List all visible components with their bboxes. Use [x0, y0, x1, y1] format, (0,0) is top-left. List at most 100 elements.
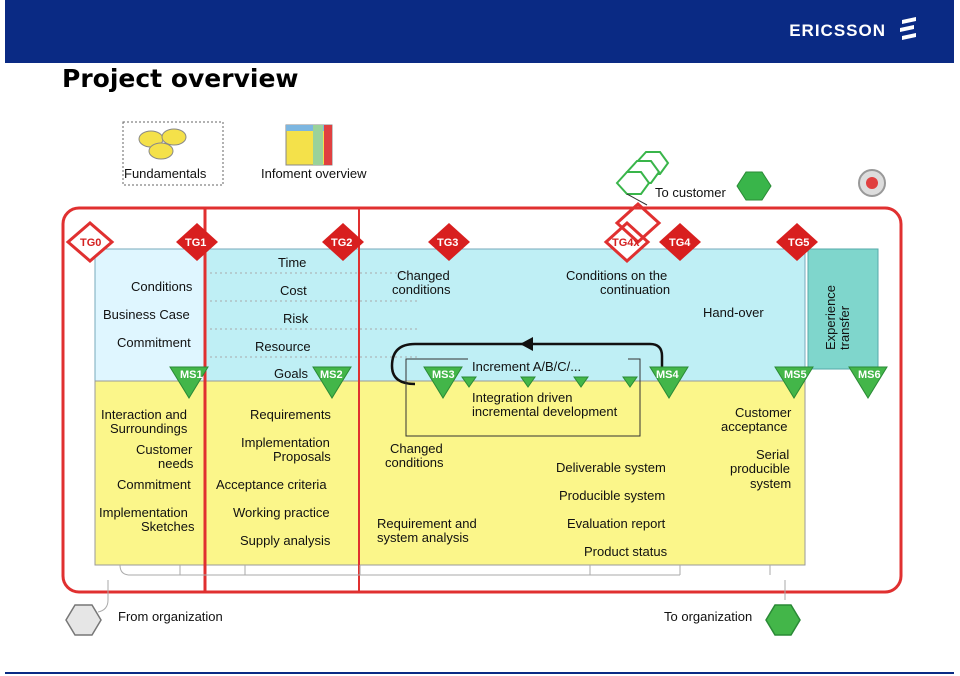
customer-hexagon-icons — [615, 151, 670, 206]
svg-text:MS4: MS4 — [656, 369, 680, 381]
tollgate-tg1[interactable]: TG1 — [176, 223, 218, 261]
conclusion-deliverables: Customer acceptance Serial producible sy… — [721, 405, 792, 491]
integration-label-1: Integration driven — [472, 390, 572, 405]
page-title: Project overview — [62, 64, 299, 93]
milestone-ms6[interactable]: MS6 — [848, 366, 888, 399]
svg-text:Implementation: Implementation — [241, 435, 330, 450]
continuation-conditions: Conditions on the continuation — [566, 268, 670, 297]
svg-text:Changed: Changed — [397, 268, 450, 283]
svg-text:needs: needs — [158, 456, 194, 471]
svg-text:MS5: MS5 — [784, 369, 807, 381]
bottom-connectors — [97, 564, 786, 613]
svg-text:TG2: TG2 — [331, 237, 352, 249]
prestudy-conditions: Conditions Business Case Commitment — [103, 279, 193, 350]
fundamentals-label[interactable]: Fundamentals — [124, 166, 207, 181]
svg-text:Deliverable system: Deliverable system — [556, 460, 666, 475]
tollgate-tg0[interactable]: TG0 — [65, 221, 115, 263]
hand-over-label: Hand-over — [703, 305, 764, 320]
prestudy-area-top — [94, 248, 206, 382]
infoment-overview-label[interactable]: Infoment overview — [261, 166, 367, 181]
svg-text:Risk: Risk — [283, 311, 309, 326]
svg-text:Producible system: Producible system — [559, 488, 665, 503]
changed-conditions-top: Changed conditions — [392, 268, 451, 297]
guide-lines — [210, 272, 420, 358]
svg-text:Product status: Product status — [584, 544, 668, 559]
svg-text:conditions: conditions — [385, 455, 444, 470]
svg-text:Changed: Changed — [390, 441, 443, 456]
svg-text:Commitment: Commitment — [117, 335, 191, 350]
business-parameters: Time Cost Risk Resource Goals — [255, 255, 311, 381]
svg-text:Requirements: Requirements — [250, 407, 331, 422]
svg-text:acceptance: acceptance — [721, 419, 788, 434]
to-customer-label: To customer — [655, 185, 726, 200]
svg-text:Evaluation report: Evaluation report — [567, 516, 666, 531]
svg-text:Working practice: Working practice — [233, 505, 330, 520]
svg-text:TG3: TG3 — [437, 237, 458, 249]
system-deliverables: Deliverable system Producible system Eva… — [556, 460, 668, 559]
feasibility-deliverables: Requirements Implementation Proposals Ac… — [216, 407, 331, 548]
svg-text:MS2: MS2 — [320, 369, 343, 381]
svg-text:Serial: Serial — [756, 447, 789, 462]
increment-triangles — [461, 376, 638, 388]
svg-text:Proposals: Proposals — [273, 449, 331, 464]
svg-text:Sketches: Sketches — [141, 519, 195, 534]
svg-text:Customer: Customer — [136, 442, 193, 457]
tollgate-tg5[interactable]: TG5 — [776, 223, 818, 261]
svg-text:Resource: Resource — [255, 339, 311, 354]
milestone-ms3[interactable]: MS3 — [423, 366, 463, 399]
svg-text:Experience: Experience — [823, 285, 838, 350]
experience-area — [807, 248, 879, 370]
svg-text:transfer: transfer — [837, 305, 852, 350]
svg-text:Cost: Cost — [280, 283, 307, 298]
tollgate-tg2[interactable]: TG2 — [322, 223, 364, 261]
svg-text:Goals: Goals — [274, 366, 308, 381]
prestudy-deliverables: Interaction and Surroundings Customer ne… — [99, 407, 195, 534]
svg-text:TG1: TG1 — [185, 237, 206, 249]
svg-text:TG4: TG4 — [669, 237, 691, 249]
svg-text:Conditions on the: Conditions on the — [566, 268, 667, 283]
to-organization-hexagon-icon — [765, 604, 801, 636]
from-organization-label: From organization — [118, 609, 223, 624]
svg-text:TG4x: TG4x — [612, 237, 640, 249]
svg-text:MS1: MS1 — [180, 369, 203, 381]
svg-text:TG0: TG0 — [80, 237, 101, 249]
milestone-ms2[interactable]: MS2 — [312, 366, 352, 399]
svg-text:MS3: MS3 — [432, 369, 455, 381]
to-organization-label: To organization — [664, 609, 752, 624]
svg-text:producible: producible — [730, 461, 790, 476]
tollgate-tg4x[interactable]: TG4x — [603, 201, 662, 264]
svg-text:Customer: Customer — [735, 405, 792, 420]
svg-text:Surroundings: Surroundings — [110, 421, 188, 436]
increment-loop: Increment A/B/C/... Integration driven i… — [390, 337, 664, 437]
milestone-ms4[interactable]: MS4 — [649, 366, 689, 399]
tollgate-tg4[interactable]: TG4 — [659, 223, 701, 261]
footer-rule — [5, 672, 954, 674]
svg-text:system analysis: system analysis — [377, 530, 469, 545]
svg-text:Implementation: Implementation — [99, 505, 188, 520]
execution-deliverables: Changed conditions Requirement and syste… — [377, 441, 477, 545]
brand-name: ERICSSON — [789, 21, 886, 40]
experience-transfer-label: Experience transfer — [823, 285, 852, 350]
ericsson-logo-icon — [900, 17, 916, 40]
svg-text:Interaction and: Interaction and — [101, 407, 187, 422]
svg-text:system: system — [750, 476, 791, 491]
milestone-ms1[interactable]: MS1 — [169, 366, 209, 399]
integration-label-2: incremental development — [472, 404, 618, 419]
svg-text:Business Case: Business Case — [103, 307, 190, 322]
increment-label: Increment A/B/C/... — [472, 359, 581, 374]
customer-hexagon-icon — [736, 171, 772, 201]
svg-text:MS6: MS6 — [858, 369, 881, 381]
infoment-overview-icon[interactable] — [285, 124, 333, 166]
svg-text:Acceptance criteria: Acceptance criteria — [216, 477, 327, 492]
milestone-ms5[interactable]: MS5 — [774, 366, 814, 399]
header-bar: ERICSSON — [5, 0, 954, 63]
svg-text:continuation: continuation — [600, 282, 670, 297]
svg-text:Supply analysis: Supply analysis — [240, 533, 331, 548]
svg-text:Requirement and: Requirement and — [377, 516, 477, 531]
svg-text:Conditions: Conditions — [131, 279, 193, 294]
svg-text:TG5: TG5 — [788, 237, 809, 249]
tollgate-tg3[interactable]: TG3 — [428, 223, 470, 261]
lower-area — [94, 380, 806, 566]
fundamentals-icon[interactable] — [122, 121, 224, 186]
